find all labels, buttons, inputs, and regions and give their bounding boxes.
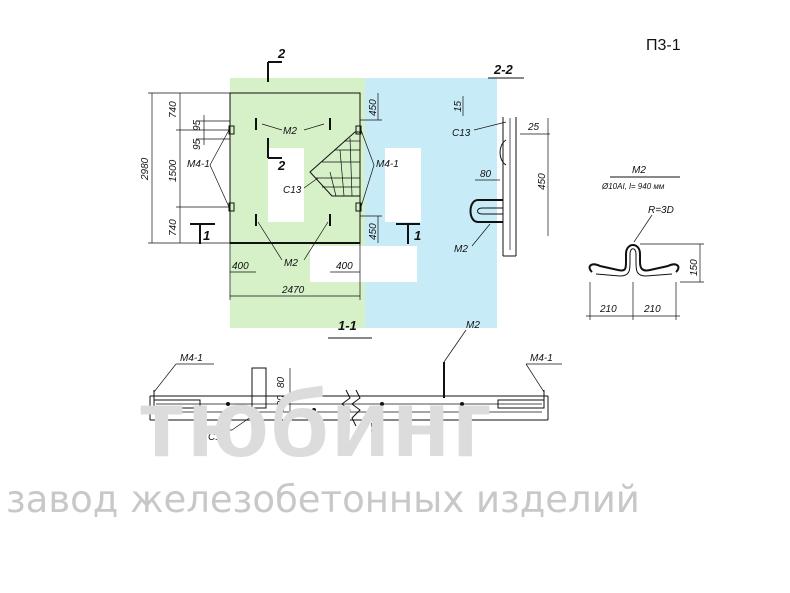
section-1-1-label-m4-right: М4-1 — [530, 353, 553, 364]
plan-label-m2-bottom: М2 — [284, 258, 298, 269]
detail-m2-bar-shape — [588, 244, 680, 273]
plan-view: 2 2 1 1 М2 М2 М4-1 М4-1 — [140, 46, 421, 300]
section-1-1-dim-80: 80 — [276, 376, 287, 388]
logo-white-cutout-2 — [385, 148, 421, 222]
section-1-1-loop-left — [251, 367, 267, 409]
dim-total-height: 2980 — [140, 157, 151, 181]
logo-blue-block — [365, 78, 497, 328]
m2-leader-top-1 — [261, 123, 283, 131]
dim-left-740-bottom: 740 — [168, 219, 179, 236]
section-1-1-dim-25: 25 — [370, 422, 381, 435]
section-2-2-dim-25: 25 — [527, 122, 540, 133]
drawing-code: П3-1 — [646, 37, 681, 54]
logo-white-cutout-3 — [310, 246, 365, 282]
detail-m2-dim-210-right: 210 — [643, 304, 661, 315]
section-2-2-loop — [469, 199, 503, 223]
section-1-1-break-line — [341, 389, 351, 427]
section-1-1-dot-4 — [460, 402, 464, 406]
section-2-2-dim-15: 15 — [453, 100, 464, 112]
detail-m2-bar-inner — [595, 248, 673, 277]
mesh-c13-outline — [309, 131, 361, 197]
watermark-subtitle: завод железобетонных изделий — [6, 478, 640, 521]
plan-label-m2-top: М2 — [283, 126, 297, 137]
section-1-right-label: 1 — [414, 228, 421, 243]
m4-leader-left-1 — [209, 129, 230, 166]
section-1-1-c13-leader — [231, 411, 259, 431]
section-1-1-label-m2: М2 — [466, 320, 480, 331]
section-1-1-label-m4-left: М4-1 — [180, 353, 203, 364]
m4-leader-right-2 — [360, 164, 375, 208]
section-2-2-c13-leader — [473, 121, 507, 131]
section-1-left-label: 1 — [203, 228, 210, 243]
dim-left-95-b: 95 — [192, 138, 203, 150]
section-2-top-label: 2 — [277, 46, 286, 61]
dim-bottom-400-left: 400 — [232, 261, 249, 272]
section-1-1-break-line-2 — [351, 389, 361, 427]
detail-m2-dim-150: 150 — [689, 259, 700, 276]
logo-white-cutout-1 — [268, 148, 304, 222]
mesh-c13-line-8 — [349, 137, 353, 197]
section-2-2-m2-leader — [471, 223, 491, 247]
detail-m2: М2 Ø10АI, l= 940 мм R=3D 210 210 150 — [586, 165, 704, 320]
section-2-2-title: 2-2 — [493, 62, 514, 77]
section-1-1-title: 1-1 — [338, 318, 357, 333]
dim-total-width: 2470 — [281, 285, 305, 296]
dim-right-450-bottom: 450 — [368, 223, 379, 240]
section-1-1-dim-100: 100 — [276, 395, 287, 412]
section-1-1-m4-right-leader — [525, 363, 545, 393]
detail-m2-radius: R=3D — [648, 205, 674, 216]
dim-left-1500: 1500 — [168, 159, 179, 182]
section-2-2-dim-80: 80 — [480, 169, 492, 180]
mesh-c13-leader — [303, 177, 319, 189]
detail-m2-title: М2 — [632, 165, 646, 176]
detail-m2-spec: Ø10АI, l= 940 мм — [601, 182, 665, 191]
m2-leader-top-2 — [303, 123, 325, 131]
section-1-1-m2-leader — [443, 329, 467, 363]
section-1-1-label-c13: С13 — [208, 432, 227, 443]
m4-leader-left-2 — [209, 164, 230, 208]
section-1-1-m4-left-leader — [153, 363, 177, 393]
section-2-mid-label: 2 — [277, 158, 286, 173]
dim-left-95-a: 95 — [192, 119, 203, 131]
logo-white-cutout-4 — [365, 246, 417, 282]
mesh-c13: С13 — [283, 131, 361, 197]
mesh-c13-line-6 — [329, 171, 337, 197]
section-1-1: 1-1 М2 100 80 25 М4-1 — [149, 318, 562, 443]
m2-leader-bottom-1 — [257, 221, 283, 261]
detail-m2-radius-leader — [633, 214, 653, 243]
section-2-2: 2-2 15 25 450 80 С13 М2 — [452, 62, 550, 257]
watermark-brand: тюбинг — [138, 370, 494, 477]
section-2-2-dim-450: 450 — [537, 173, 548, 190]
dim-right-450-top: 450 — [368, 99, 379, 116]
section-2-2-label-c13: С13 — [452, 128, 471, 139]
m4-leader-right-1 — [360, 129, 375, 166]
logo-background — [230, 78, 497, 328]
mesh-c13-line-7 — [339, 149, 345, 197]
section-2-2-label-m2: М2 — [454, 244, 468, 255]
section-1-1-dot-2 — [312, 408, 316, 412]
plan-label-c13: С13 — [283, 185, 302, 196]
dim-bottom-400-right: 400 — [336, 261, 353, 272]
detail-m2-dim-210-left: 210 — [599, 304, 617, 315]
section-2-2-top-hook — [499, 139, 507, 166]
dim-left-740-top: 740 — [168, 101, 179, 118]
plan-label-m4-right: М4-1 — [376, 159, 399, 170]
plan-label-m4-left: М4-1 — [187, 159, 210, 170]
section-1-1-dot-1 — [226, 402, 230, 406]
m2-leader-bottom-2 — [303, 221, 329, 261]
section-1-1-dot-3 — [380, 402, 384, 406]
section-2-2-loop-inner — [477, 207, 503, 215]
